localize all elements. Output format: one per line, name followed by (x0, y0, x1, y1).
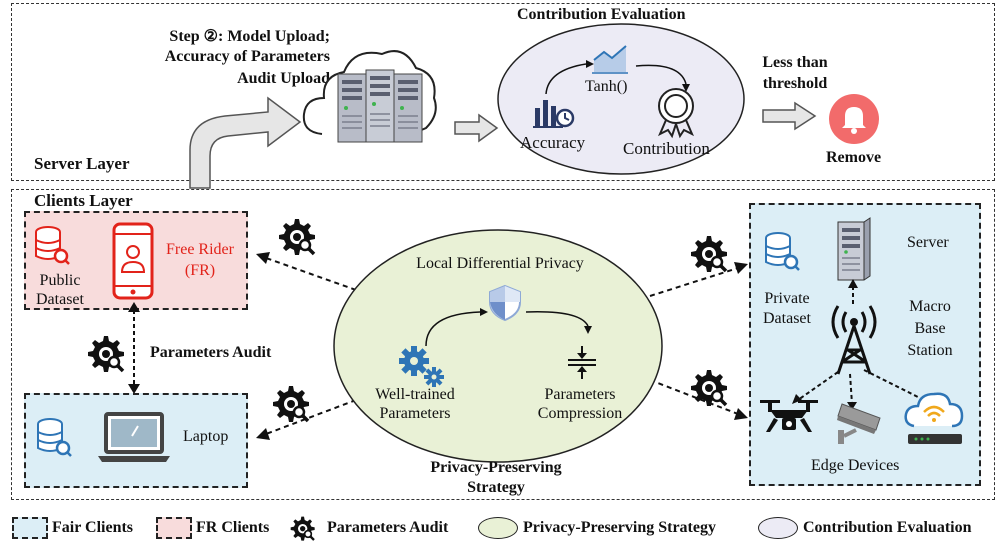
public-database-icon-red (35, 226, 70, 265)
laptop-icon (98, 412, 170, 462)
ldp-flow-arrows (425, 308, 592, 347)
tanh-label: Tanh() (585, 78, 628, 95)
contribution-evaluation-title: Contribution Evaluation (517, 6, 686, 23)
legend-fr-swatch (156, 517, 192, 539)
private-database-icon (765, 232, 800, 271)
well-trained-line1: Well-trained (375, 386, 455, 403)
contribution-evaluation-ellipse (497, 23, 745, 175)
drone-icon (760, 400, 818, 432)
threshold-line2: threshold (762, 75, 828, 92)
legend-fair-label: Fair Clients (52, 519, 134, 536)
legend-contribution-swatch (758, 517, 798, 539)
server-tower-icon (837, 217, 871, 281)
server-label: Server (907, 234, 949, 251)
step-line1: Step ②: Model Upload; (169, 28, 330, 45)
shield-icon (489, 284, 521, 322)
free-rider-line2: (FR) (184, 262, 216, 279)
compression-icon (568, 346, 596, 379)
ldp-label: Local Differential Privacy (416, 255, 584, 272)
smart-cloud-device-icon (904, 392, 964, 444)
step-line2: Accuracy of Parameters (164, 48, 330, 65)
tanh-graph-icon (592, 45, 628, 74)
gears-icon (399, 346, 444, 387)
privacy-strategy-line2: Strategy (467, 479, 525, 496)
legend-privacy-strategy: Privacy-Preserving Strategy (478, 516, 716, 540)
param-compression-line1: Parameters (544, 386, 616, 403)
free-rider-line1: Free Rider (166, 241, 234, 258)
evaluation-flow-arrows (545, 60, 690, 95)
public-dataset-line2: Dataset (36, 291, 84, 308)
laptop-label: Laptop (183, 428, 229, 445)
alarm-bell-icon (829, 94, 879, 144)
server-layer-box (11, 3, 995, 181)
step-line3: Audit Upload (237, 70, 330, 87)
server-layer-label: Server Layer (34, 154, 130, 173)
legend-fair-clients: Fair Clients (12, 516, 133, 540)
contribution-medal-icon (658, 88, 694, 139)
privacy-preserving-ellipse (333, 229, 663, 463)
arrow-to-evaluation (454, 113, 499, 143)
remove-label: Remove (826, 149, 882, 166)
public-dataset-line1: Public (39, 272, 81, 289)
accuracy-label: Accuracy (520, 133, 586, 152)
macro-line1: Macro (909, 298, 951, 315)
accuracy-chart-icon (533, 100, 575, 128)
cloud-servers-icon (302, 50, 437, 143)
threshold-line1: Less than (762, 54, 828, 71)
macro-line3: Station (907, 342, 953, 359)
well-trained-line2: Parameters (379, 405, 451, 422)
arrow-to-remove (762, 101, 817, 131)
clients-layer-label: Clients Layer (34, 191, 133, 210)
private-dataset-line2: Dataset (763, 310, 811, 327)
legend-privacy-label: Privacy-Preserving Strategy (523, 519, 716, 536)
edge-devices-label: Edge Devices (811, 457, 900, 474)
legend-fr-clients: FR Clients (156, 516, 269, 540)
server-tower-link-arrow (848, 279, 858, 306)
base-station-antenna-icon (831, 305, 877, 375)
legend-audit-gear-icon (289, 515, 316, 542)
smartphone-user-icon (112, 222, 154, 300)
private-dataset-line1: Private (764, 290, 810, 307)
clients-layer-box (11, 189, 995, 500)
contribution-label: Contribution (623, 139, 710, 158)
macro-line2: Base (914, 320, 946, 337)
privacy-strategy-line1: Privacy-Preserving (430, 459, 562, 476)
legend-contribution-evaluation: Contribution Evaluation (758, 516, 971, 540)
upload-curved-arrow (189, 96, 302, 189)
surveillance-camera-icon (837, 403, 881, 444)
legend-contribution-label: Contribution Evaluation (803, 519, 972, 536)
legend-privacy-swatch (478, 517, 518, 539)
parameters-audit-label: Parameters Audit (150, 344, 272, 361)
legend-fair-swatch (12, 517, 48, 539)
legend-audit-label: Parameters Audit (327, 519, 449, 536)
legend-parameters-audit: Parameters Audit (287, 515, 449, 542)
legend-fr-label: FR Clients (196, 519, 270, 536)
parameters-audit-link-arrow (128, 302, 140, 394)
param-compression-line2: Compression (537, 405, 623, 422)
public-database-icon-blue (37, 418, 72, 457)
